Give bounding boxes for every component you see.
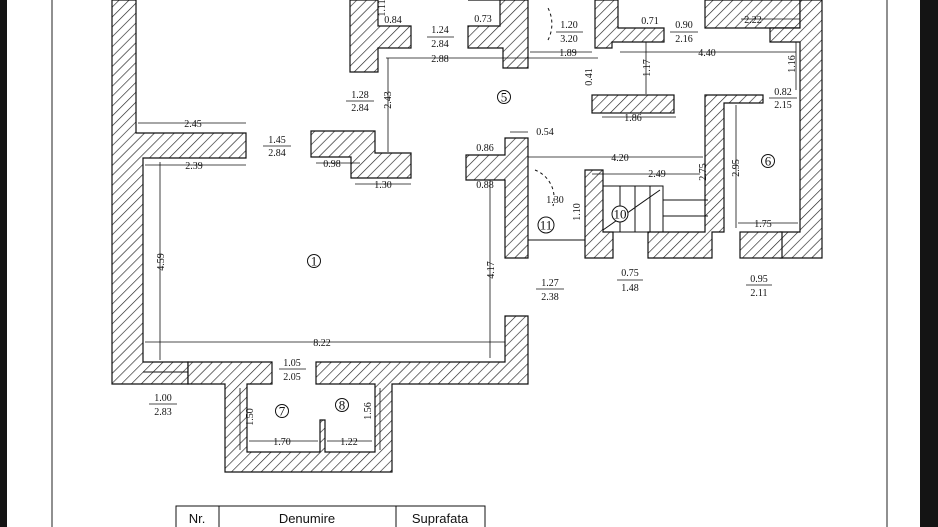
opening-top: 1.00 [154, 393, 172, 404]
dim-label: 2.22 [744, 15, 762, 26]
wall-left [111, 0, 247, 385]
opening-top: 1.05 [283, 358, 301, 369]
dim-label: 2.75 [698, 163, 709, 181]
opening-top: 1.24 [431, 25, 449, 36]
wall-pier-3 [594, 0, 665, 49]
table-header-suprafata: Suprafata [412, 511, 469, 526]
opening-bottom: 2.16 [675, 34, 693, 45]
door-swing-top [547, 7, 553, 41]
wall-room6-left [647, 94, 764, 259]
left-dark-border [0, 0, 7, 527]
room-number: 1 [311, 254, 318, 269]
wall-stair [584, 169, 614, 259]
wall-center-2 [465, 137, 529, 259]
dim-label: 1.11 [377, 0, 388, 17]
dim-label: 1.17 [642, 59, 653, 77]
room-number: 11 [540, 218, 553, 233]
dim-label: 4.59 [156, 253, 167, 271]
room-number: 6 [765, 154, 772, 169]
dim-label: 4.40 [698, 48, 716, 59]
wall-pier-1 [349, 0, 412, 73]
opening-bottom: 2.05 [283, 372, 301, 383]
opening-top: 1.27 [541, 278, 559, 289]
plan-sheet [7, 0, 920, 527]
dim-label: 8.22 [313, 338, 331, 349]
opening-bottom: 2.84 [268, 148, 286, 159]
dim-label: 2.95 [731, 159, 742, 177]
opening-bottom: 2.84 [351, 103, 369, 114]
opening-bottom: 2.83 [154, 407, 172, 418]
dimension-lines [138, 18, 800, 450]
dim-label: 1.89 [559, 48, 577, 59]
dim-label: 2.88 [431, 54, 449, 65]
dim-label: 2.39 [185, 161, 203, 172]
dim-label: 2.49 [648, 169, 666, 180]
room-number: 8 [339, 398, 346, 413]
dim-label: 4.17 [486, 261, 497, 279]
dim-label: 1.10 [572, 203, 583, 221]
opening-top: 0.82 [774, 87, 792, 98]
dim-label: 4.20 [611, 153, 629, 164]
staircase [602, 185, 708, 233]
dim-label: 1.50 [245, 408, 256, 426]
walls [111, 0, 823, 473]
wall-bottom-right [739, 231, 783, 259]
dim-label: 0.41 [584, 68, 595, 86]
opening-bottom: 2.84 [431, 39, 449, 50]
wall-right [769, 0, 823, 259]
opening-bottom: 2.15 [774, 100, 792, 111]
dim-label: 2.45 [184, 119, 202, 130]
wall-shelf [591, 94, 675, 114]
dim-label: 0.86 [476, 143, 494, 154]
opening-top: 0.90 [675, 20, 693, 31]
legend-table: Nr. Denumire Suprafata [175, 505, 486, 527]
dim-label: 0.71 [641, 16, 659, 27]
dim-label: 1.22 [340, 437, 358, 448]
dim-label: 0.88 [476, 180, 494, 191]
dim-label: 1.75 [754, 219, 772, 230]
fraction-bars [149, 31, 797, 405]
dim-label: 1.30 [374, 180, 392, 191]
opening-top: 0.75 [621, 268, 639, 279]
room-number: 5 [501, 90, 508, 105]
dim-label: 0.98 [323, 159, 341, 170]
opening-bottom: 2.11 [750, 288, 767, 299]
dim-label: 1.30 [546, 195, 564, 206]
opening-bottom: 3.20 [560, 34, 578, 45]
opening-bottom: 1.48 [621, 283, 639, 294]
dim-label: 0.54 [536, 127, 554, 138]
wall-bottom-left [187, 315, 529, 473]
opening-top: 1.45 [268, 135, 286, 146]
dim-label: 2.43 [383, 91, 394, 109]
dim-label: 1.70 [273, 437, 291, 448]
dim-label: 1.86 [624, 113, 642, 124]
table-header-denumire: Denumire [279, 511, 335, 526]
opening-bottom: 2.38 [541, 292, 559, 303]
right-dark-border [920, 0, 938, 527]
opening-top: 0.95 [750, 274, 768, 285]
room-markers: 1 5 6 7 8 10 11 [275, 90, 775, 419]
dim-label: 0.84 [384, 15, 402, 26]
dim-label: 1.56 [363, 402, 374, 420]
wall-pier-2 [467, 0, 529, 69]
opening-top: 1.28 [351, 90, 369, 101]
opening-top: 1.20 [560, 20, 578, 31]
room-number: 10 [614, 207, 627, 222]
dim-label: 1.16 [787, 55, 798, 73]
table-header-nr: Nr. [189, 511, 206, 526]
room-number: 7 [279, 404, 286, 419]
wall-center-1 [310, 130, 412, 179]
dim-label: 0.73 [474, 14, 492, 25]
